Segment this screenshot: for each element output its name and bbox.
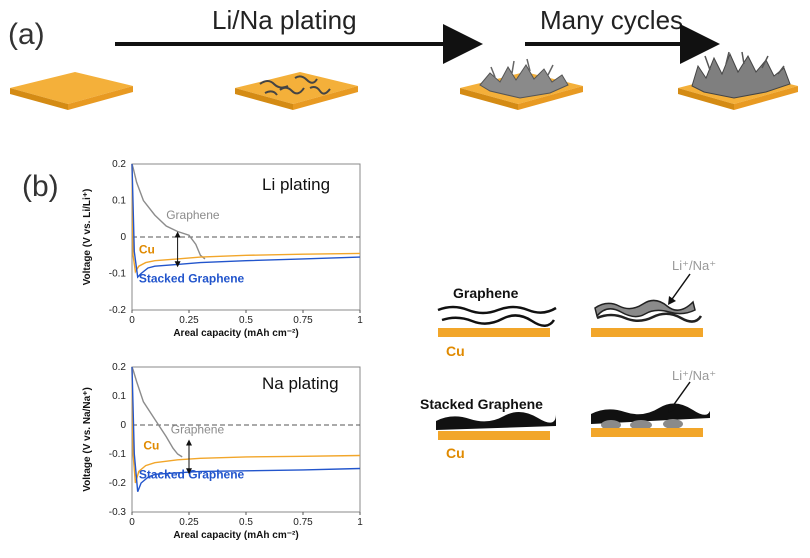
panel-b-label: (b) xyxy=(22,170,59,203)
panel-a-arrows xyxy=(115,24,720,64)
x-tick-label: 0.75 xyxy=(293,315,313,326)
series-line-graphene xyxy=(131,366,183,458)
series-line-cu xyxy=(131,163,361,274)
y-tick-label: -0.1 xyxy=(109,449,127,460)
y-tick-label: -0.2 xyxy=(109,305,127,316)
cu-label-bottom: Cu xyxy=(446,445,465,461)
series-line-stacked-graphene xyxy=(131,366,361,492)
y-tick-label: -0.3 xyxy=(109,507,127,518)
y-tick-label: 0.2 xyxy=(112,362,126,373)
stage-4-dendrites-many-cycles xyxy=(678,51,798,110)
annotation-stacked-graphene: Stacked Graphene xyxy=(139,272,245,286)
down-arrow-head xyxy=(174,261,181,268)
stage-2-plated-substrate xyxy=(235,72,358,110)
y-tick-label: -0.2 xyxy=(109,478,127,489)
x-axis-label: Areal capacity (mAh cm⁻²) xyxy=(173,328,298,339)
stacked-graphene-on-cu-schematic xyxy=(436,411,556,440)
y-tick-label: 0 xyxy=(120,420,126,431)
x-tick-label: 1 xyxy=(357,315,363,326)
ion-label-bottom: Li⁺/Na⁺ xyxy=(672,368,717,383)
ion-arrow-top xyxy=(668,273,691,305)
annotation-cu: Cu xyxy=(143,439,159,453)
graphene-on-cu-schematic xyxy=(437,305,557,337)
x-tick-label: 1 xyxy=(357,517,363,528)
x-tick-label: 0.25 xyxy=(179,315,199,326)
y-axis-label: Voltage (V vs. Na/Na⁺) xyxy=(82,387,93,492)
y-tick-label: -0.1 xyxy=(109,269,127,280)
x-tick-label: 0.5 xyxy=(239,517,253,528)
up-arrow-head xyxy=(186,439,192,446)
annotation-graphene: Graphene xyxy=(171,423,225,437)
graphene-schematic-label: Graphene xyxy=(453,285,519,301)
x-tick-label: 0.5 xyxy=(239,315,253,326)
ion-label-top: Li⁺/Na⁺ xyxy=(672,258,717,273)
stacked-graphene-plated-schematic xyxy=(591,403,710,437)
plating-step-label: Li/Na plating xyxy=(212,5,357,35)
series-line-graphene xyxy=(131,163,206,260)
series-line-cu xyxy=(131,366,361,484)
up-arrow-head xyxy=(174,231,181,238)
x-tick-label: 0.25 xyxy=(179,517,199,528)
x-axis-label: Areal capacity (mAh cm⁻²) xyxy=(173,530,298,541)
panel-a-label: (a) xyxy=(8,18,45,51)
series-line-stacked-graphene xyxy=(131,163,361,279)
down-arrow-head xyxy=(186,468,192,475)
cycles-step-label: Many cycles xyxy=(540,5,684,35)
y-tick-label: 0.1 xyxy=(112,391,126,402)
stacked-graphene-schematic-label: Stacked Graphene xyxy=(420,396,543,412)
x-tick-label: 0 xyxy=(129,517,135,528)
x-tick-label: 0.75 xyxy=(293,517,313,528)
y-tick-label: 0.2 xyxy=(112,159,126,170)
li-plating-title: Li plating xyxy=(262,175,331,194)
cu-label-top: Cu xyxy=(446,343,465,359)
annotation-stacked-graphene: Stacked Graphene xyxy=(139,468,245,482)
annotation-cu: Cu xyxy=(139,242,155,256)
x-tick-label: 0 xyxy=(129,315,135,326)
y-tick-label: 0.1 xyxy=(112,196,126,207)
y-axis-label: Voltage (V vs. Li/Li⁺) xyxy=(82,189,93,286)
ion-arrow-bottom xyxy=(668,381,691,413)
annotation-graphene: Graphene xyxy=(166,208,220,222)
y-tick-label: 0 xyxy=(120,232,126,243)
graphene-plated-schematic xyxy=(591,299,703,337)
stage-3-dendrites xyxy=(460,58,583,110)
na-plating-title: Na plating xyxy=(262,374,339,393)
stage-1-bare-substrate xyxy=(10,72,133,110)
